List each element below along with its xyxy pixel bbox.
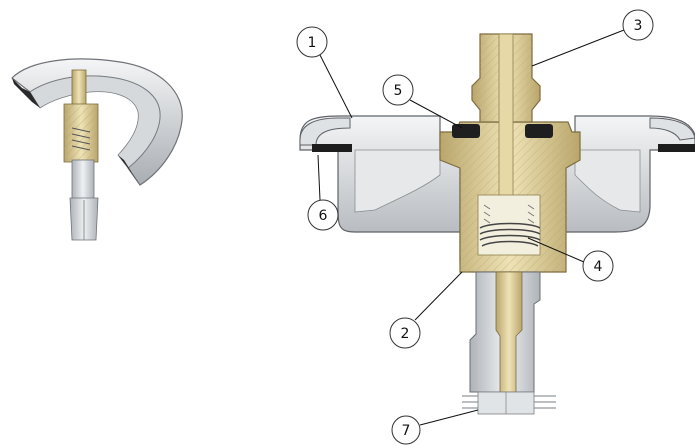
spring-coils-upper: [483, 204, 535, 224]
callout-3: 3: [531, 9, 654, 67]
callout-6: 6: [307, 154, 339, 231]
gasket-right: [658, 144, 695, 152]
iso-valve-hatch: [64, 104, 98, 162]
cup-inner-basin: [354, 149, 441, 213]
callout-7: 7: [391, 409, 479, 445]
callout-7-circle: [391, 415, 421, 445]
seal-left: [452, 124, 480, 138]
callout-5-label: 5: [394, 83, 403, 99]
callouts: 1 3 5 6 4 2: [296, 9, 654, 445]
cup-inner-basin-right: [574, 149, 641, 213]
callout-6-circle: [307, 199, 339, 231]
cup-rim-right: [649, 117, 695, 141]
callout-3-circle: [622, 9, 654, 41]
callout-1: 1: [296, 26, 353, 119]
gasket-left: [312, 144, 352, 152]
cup-cut-left: [12, 78, 40, 108]
callout-6-leader: [317, 154, 321, 201]
callout-2-circle: [389, 317, 421, 349]
callout-4-leader: [527, 237, 585, 263]
callout-1-label: 1: [308, 35, 317, 51]
callout-7-leader: [419, 409, 479, 426]
seal-right: [525, 124, 553, 138]
connector-bore: [498, 33, 514, 205]
spring: [479, 222, 541, 247]
callout-4-label: 4: [594, 259, 603, 275]
callout-2: 2: [389, 271, 463, 349]
callout-3-leader: [531, 29, 625, 67]
callout-6-label: 6: [319, 208, 328, 224]
callout-2-label: 2: [401, 326, 410, 342]
callout-5-leader: [409, 99, 463, 129]
isometric-cutaway-view: [11, 58, 183, 241]
main-cross-section: [299, 33, 695, 415]
callout-1-circle: [296, 26, 328, 58]
callout-2-leader: [414, 271, 463, 321]
callout-1-leader: [319, 54, 353, 119]
callout-5: 5: [382, 74, 463, 129]
iso-valve-stem: [71, 159, 95, 201]
cup-rim-left: [299, 117, 351, 146]
callout-5-circle: [382, 74, 414, 106]
callout-4: 4: [527, 237, 614, 282]
callout-7-label: 7: [402, 423, 411, 439]
callout-4-circle: [582, 250, 614, 282]
iso-spring: [71, 127, 91, 151]
callout-3-label: 3: [634, 18, 643, 34]
